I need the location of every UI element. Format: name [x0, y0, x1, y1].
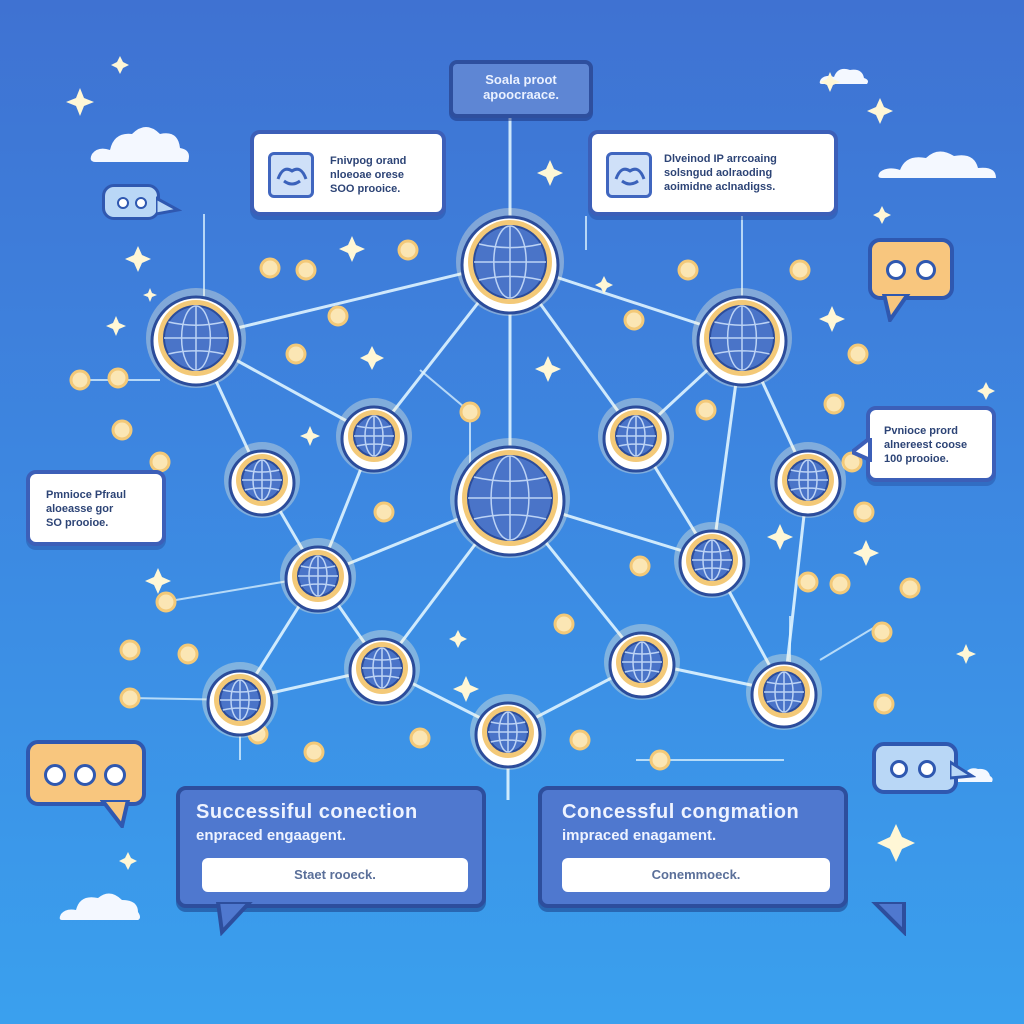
result-bubble-left: Successiful conection enpraced engaagent… — [176, 786, 486, 908]
info-card-upper-right: Dlveinod IP arrcoaing solsngud aolraodin… — [588, 130, 838, 216]
info-card-upper-left: Fnivpog orand nloeoae orese SOO prooice. — [250, 130, 446, 216]
cloud-icon — [90, 127, 189, 162]
network-link — [195, 260, 511, 340]
card-tail — [852, 438, 872, 462]
globe-node-icon — [456, 208, 564, 316]
chat-bubble-icon — [868, 238, 954, 300]
glow-dot — [789, 259, 811, 281]
glow-dot — [569, 729, 591, 751]
top-tag-line-2: apoocraace. — [483, 87, 559, 102]
handshake-icon — [268, 152, 314, 198]
globe-node-icon — [202, 662, 278, 738]
glow-dot — [303, 741, 325, 763]
result-bubble-right: Concessful congmation impraced enagament… — [538, 786, 848, 908]
glow-dot — [177, 643, 199, 665]
handshake-icon — [606, 152, 652, 198]
chat-tail — [100, 800, 131, 828]
glow-dot — [155, 591, 177, 613]
globe-node-icon — [450, 438, 570, 558]
top-tag-line-1: Soala proot — [485, 72, 557, 87]
glow-dot — [295, 259, 317, 281]
chat-tail — [156, 196, 182, 216]
glow-dot — [327, 305, 349, 327]
bubble-tail — [215, 902, 253, 936]
glow-dot — [677, 259, 699, 281]
glow-dot — [649, 749, 671, 771]
glow-dot — [853, 501, 875, 523]
glow-dot — [373, 501, 395, 523]
result-subtitle: impraced enagament. — [562, 827, 717, 844]
card-text-line-3: SOO prooice. — [330, 183, 401, 195]
globe-node-icon — [336, 398, 412, 474]
glow-dot — [871, 621, 893, 643]
result-subtitle: enpraced engaagent. — [196, 827, 347, 844]
glow-dot — [553, 613, 575, 635]
card-text-line-1: Dlveinod IP arrcoaing — [664, 153, 777, 165]
cloud-icon — [878, 151, 996, 178]
glow-dot — [111, 419, 133, 441]
globe-node-icon — [470, 694, 546, 770]
start-button[interactable]: Staet rooeck. — [202, 858, 468, 892]
glow-dot — [69, 369, 91, 391]
info-card-mid-right: Pvnioce prord alnereest coose 100 prooio… — [866, 406, 996, 482]
network-trace — [819, 623, 881, 661]
glow-dot — [823, 393, 845, 415]
globe-node-icon — [146, 288, 246, 388]
glow-dot — [107, 367, 129, 389]
glow-dot — [119, 687, 141, 709]
card-text-line-2: nloeoae orese — [330, 169, 404, 181]
chat-tail — [882, 294, 911, 322]
info-card-mid-left: Pmnioce Pfraul aloeasse gor SO prooioe. — [26, 470, 166, 546]
chat-bubble-icon — [102, 184, 160, 220]
result-title: Concessful congmation — [562, 801, 800, 823]
glow-dot — [829, 573, 851, 595]
card-text-line-1: Pvnioce prord — [884, 425, 958, 437]
confirm-button[interactable]: Conemmoeck. — [562, 858, 830, 892]
card-text-line-2: aloeasse gor — [46, 503, 114, 515]
glow-dot — [695, 399, 717, 421]
chat-bubble-icon — [872, 742, 958, 794]
glow-dot — [623, 309, 645, 331]
card-text-line-2: alnereest coose — [884, 439, 968, 451]
globe-node-icon — [344, 630, 420, 706]
cloud-icon — [59, 893, 140, 920]
bubble-tail — [871, 902, 906, 936]
glow-dot — [459, 401, 481, 423]
glow-dot — [259, 257, 281, 279]
glow-dot — [409, 727, 431, 749]
card-text-line-1: Pmnioce Pfraul — [46, 489, 127, 501]
result-title: Successiful conection — [196, 801, 418, 823]
globe-node-icon — [604, 624, 680, 700]
glow-dot — [285, 343, 307, 365]
globe-node-icon — [692, 288, 792, 388]
glow-dot — [119, 639, 141, 661]
globe-node-icon — [224, 442, 300, 518]
top-label-tag: Soala proot apoocraace. — [449, 60, 593, 118]
glow-dot — [397, 239, 419, 261]
globe-node-icon — [746, 654, 822, 730]
card-text-line-1: Fnivpog orand — [330, 155, 407, 167]
globe-node-icon — [674, 522, 750, 598]
chat-tail — [950, 760, 976, 780]
chat-bubble-icon — [26, 740, 146, 806]
glow-dot — [629, 555, 651, 577]
globe-node-icon — [598, 398, 674, 474]
network-trace — [419, 369, 471, 413]
globe-node-icon — [770, 442, 846, 518]
glow-dot — [797, 571, 819, 593]
card-text-line-3: aoimidne aclnadigss. — [664, 181, 776, 193]
glow-dot — [899, 577, 921, 599]
card-text-line-3: 100 prooioe. — [884, 453, 949, 465]
card-text-line-3: SO prooioe. — [46, 517, 109, 529]
glow-dot — [847, 343, 869, 365]
glow-dot — [873, 693, 895, 715]
globe-node-icon — [280, 538, 356, 614]
card-text-line-2: solsngud aolraoding — [664, 167, 773, 179]
